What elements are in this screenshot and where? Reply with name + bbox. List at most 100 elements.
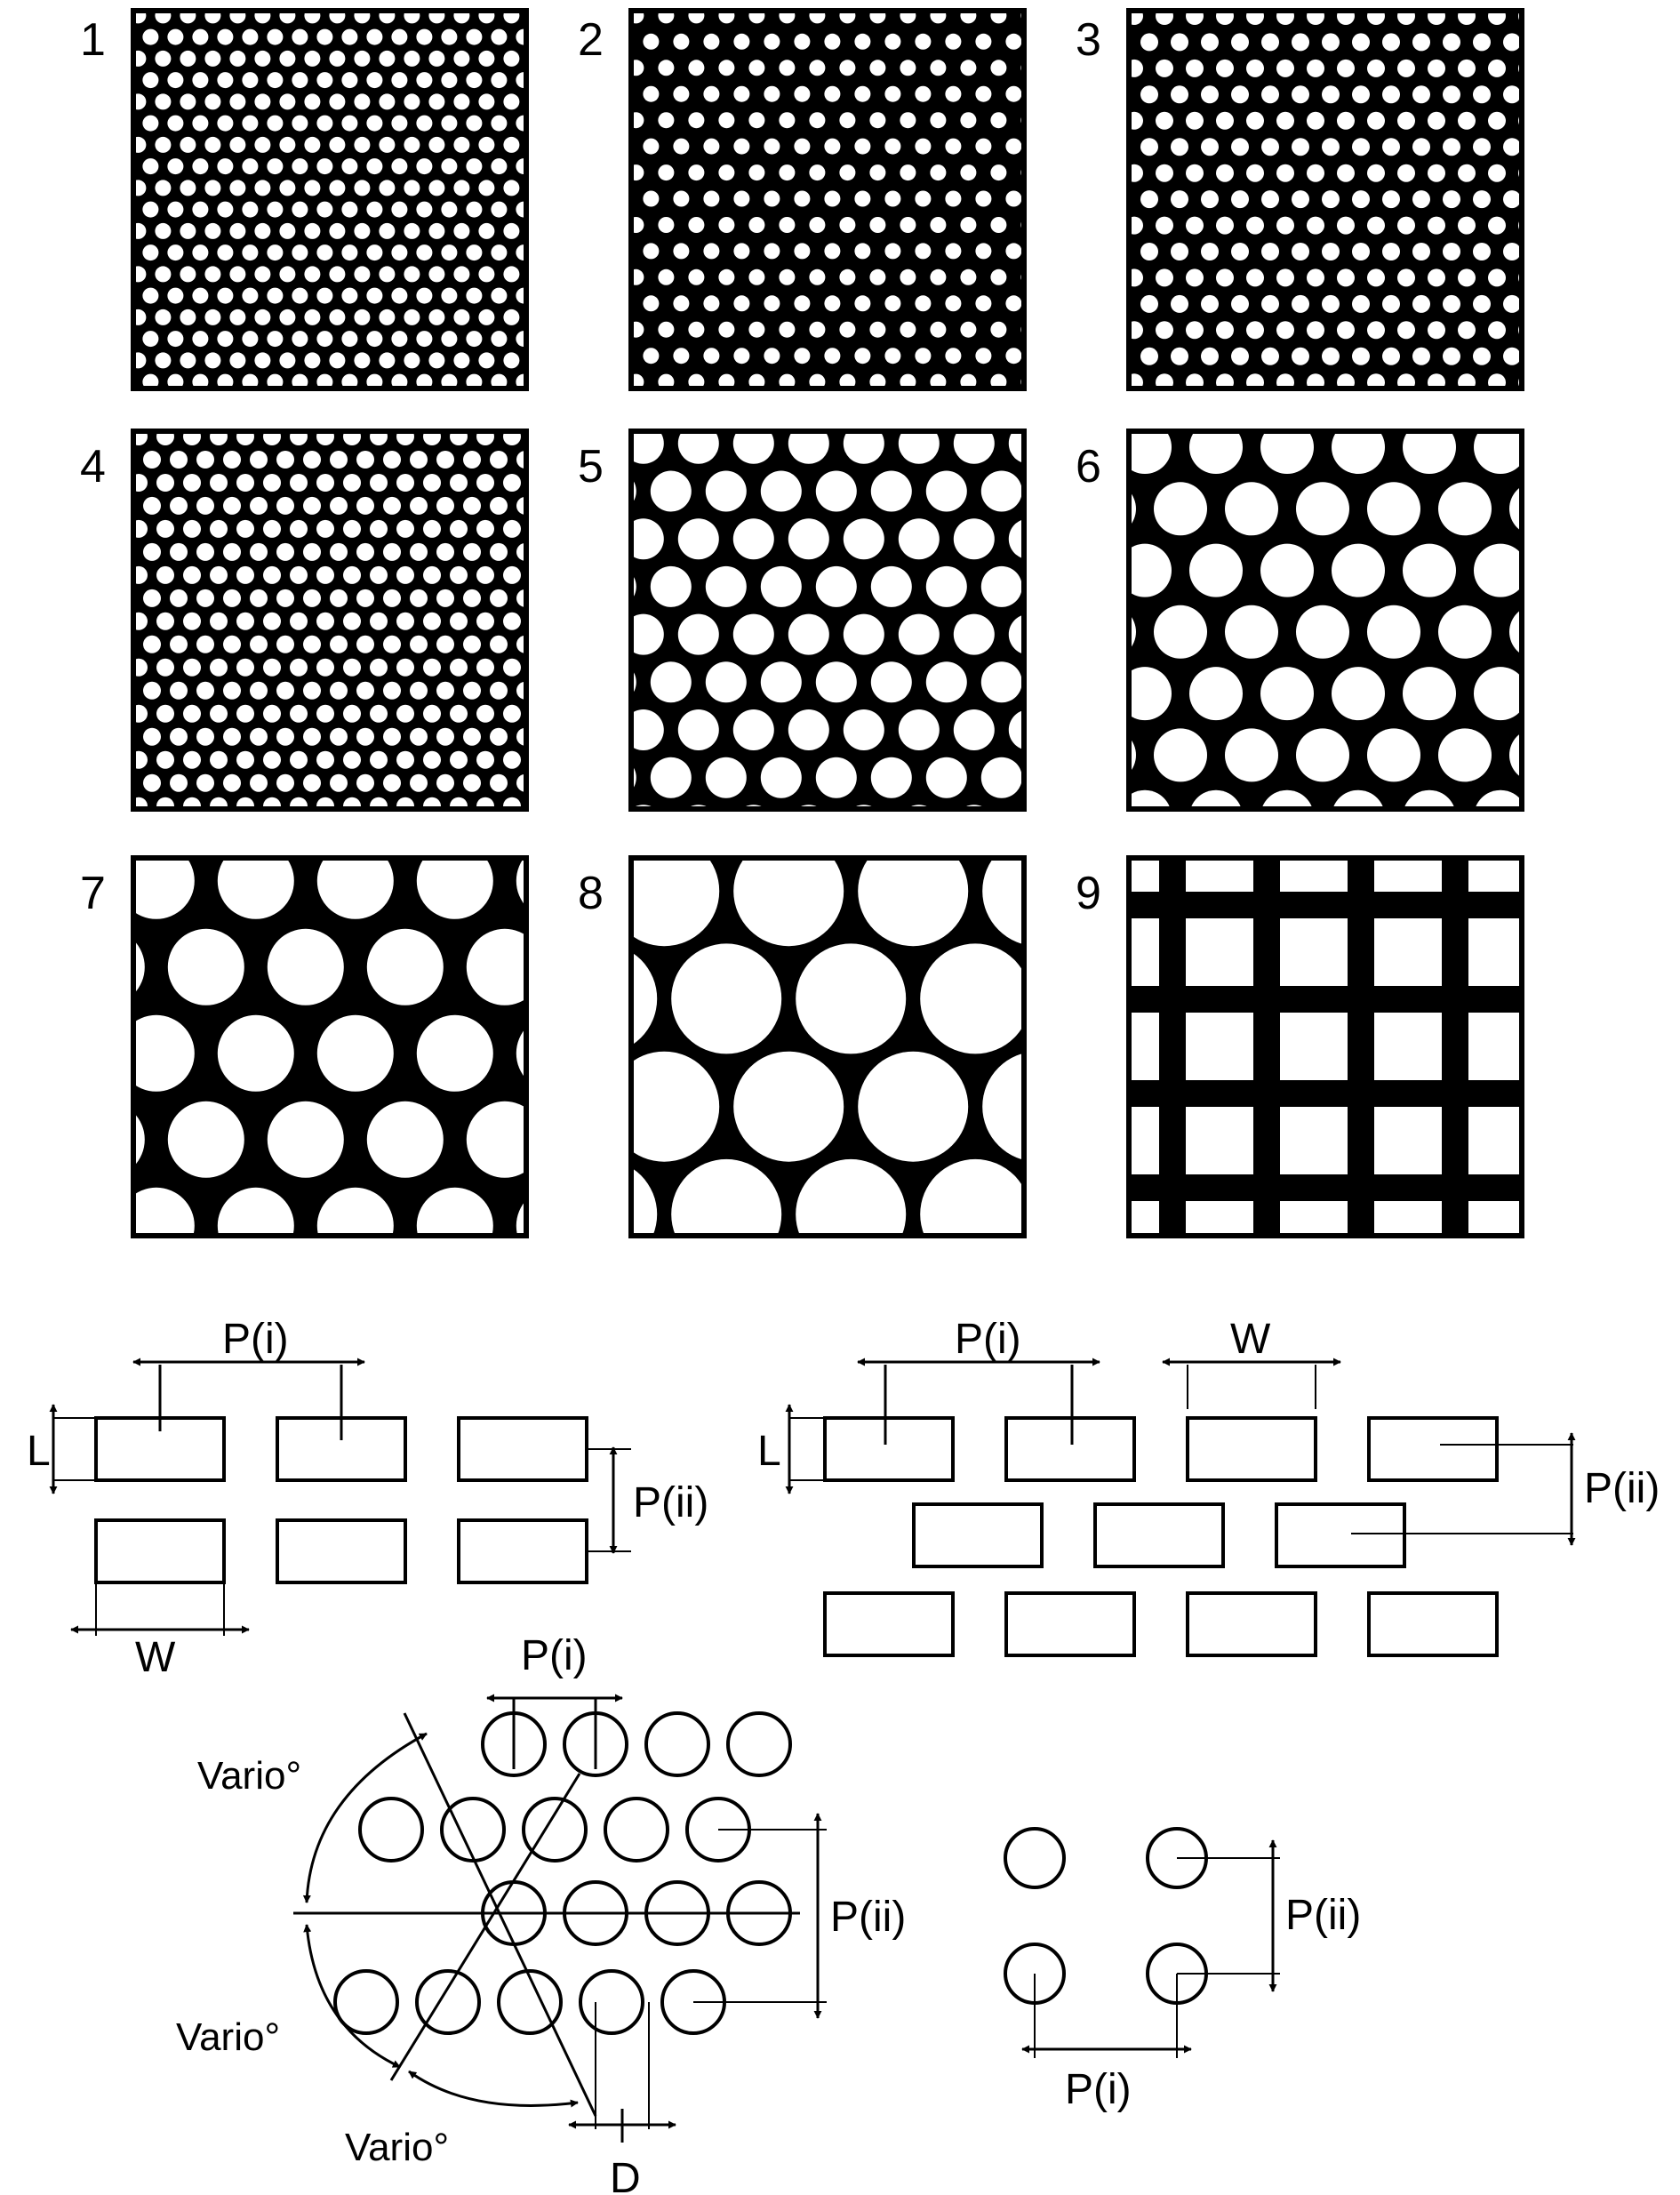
- perforation-hole: [990, 268, 1007, 285]
- slot: [1275, 1502, 1406, 1568]
- perforation-hole: [341, 244, 358, 261]
- perforation-hole: [503, 180, 520, 196]
- perforation-hole: [839, 60, 856, 76]
- perforation-hole: [250, 635, 268, 653]
- perforation-hole: [945, 243, 962, 260]
- perforation-hole: [366, 28, 383, 45]
- perforation-hole: [180, 136, 196, 153]
- perforation-hole: [254, 352, 271, 369]
- perforation-hole: [1110, 138, 1128, 156]
- perforation-hole: [170, 496, 188, 515]
- perforation-hole: [503, 136, 520, 153]
- perforation-hole: [155, 222, 172, 239]
- perforation-hole: [1110, 348, 1128, 365]
- perforation-hole: [316, 658, 334, 677]
- perforation-hole: [192, 201, 209, 218]
- perforation-hole: [960, 321, 977, 338]
- perforation-hole: [815, 470, 857, 512]
- perforation-hole: [441, 331, 458, 348]
- hole: [415, 1969, 481, 2035]
- perforation-hole: [809, 217, 826, 233]
- perforation-hole: [329, 266, 346, 283]
- perforation-hole: [156, 519, 174, 538]
- perforation-hole: [658, 321, 675, 338]
- perforation-hole: [1367, 728, 1420, 782]
- perforation-hole: [343, 658, 361, 677]
- perforation-hole: [1332, 789, 1384, 809]
- perforation-hole: [1337, 373, 1355, 389]
- perforation-hole: [1260, 431, 1314, 474]
- perforation-hole: [383, 451, 401, 469]
- pitch-i-label: P(i): [955, 1316, 1021, 1363]
- slot: [1004, 1591, 1136, 1657]
- perforation-hole: [491, 244, 508, 261]
- perforation-hole: [1156, 164, 1173, 182]
- perforation-hole: [450, 565, 468, 584]
- perforation-hole: [631, 613, 664, 655]
- tile-border: [131, 429, 529, 812]
- perforation-hole: [503, 431, 521, 445]
- perforation-hole: [316, 612, 334, 630]
- perforation-hole: [303, 542, 321, 561]
- perforation-hole: [1307, 59, 1324, 77]
- perforation-hole: [383, 496, 401, 515]
- perforation-hole: [1095, 164, 1113, 182]
- perforation-hole: [1171, 85, 1188, 104]
- perforation-hole: [383, 589, 401, 607]
- perforation-hole: [133, 1112, 145, 1167]
- perforation-hole: [953, 431, 995, 464]
- perforation-hole: [597, 112, 613, 128]
- perforation-hole: [1503, 85, 1521, 104]
- perforation-hole: [105, 137, 121, 153]
- perforation-hole: [732, 518, 774, 560]
- perforation-hole: [229, 180, 246, 196]
- perforation-hole: [133, 565, 148, 584]
- perforation-hole: [354, 50, 371, 67]
- perforation-hole: [491, 28, 508, 45]
- perforation-hole: [250, 589, 268, 607]
- perforation-hole: [794, 243, 811, 260]
- perforation-hole: [210, 797, 228, 809]
- perforation-hole: [1296, 605, 1349, 659]
- perforation-hole: [1428, 373, 1445, 389]
- perforation-hole: [1443, 190, 1460, 209]
- perforation-hole: [1292, 243, 1309, 260]
- perforation-hole: [105, 51, 121, 67]
- perforation-hole: [383, 727, 401, 746]
- panel-8: 8: [578, 855, 1027, 1238]
- perforation-hole: [441, 244, 458, 261]
- perforation-hole: [1129, 321, 1143, 340]
- perforation-hole: [898, 709, 940, 750]
- perforation-hole: [450, 658, 468, 677]
- perforation-hole: [254, 308, 271, 325]
- perforation-hole: [843, 709, 884, 750]
- perforation-hole: [930, 164, 947, 181]
- perforation-hole: [503, 750, 521, 769]
- perforation-hole: [276, 681, 294, 700]
- perforation-hole: [276, 589, 294, 607]
- perforation-hole: [1397, 216, 1415, 235]
- perforation-hole: [612, 191, 628, 207]
- perforation-hole: [143, 542, 161, 561]
- perforation-hole: [1246, 321, 1264, 340]
- perforation-hole: [379, 136, 396, 153]
- perforation-hole: [1438, 605, 1492, 659]
- perforation-hole: [370, 704, 388, 723]
- perforation-hole: [279, 136, 296, 153]
- perforation-hole: [316, 244, 333, 261]
- perforation-hole: [925, 757, 967, 798]
- perforation-hole: [341, 115, 358, 132]
- slot: [912, 1502, 1044, 1568]
- perforation-hole: [673, 348, 690, 364]
- perforation-hole: [1307, 268, 1324, 287]
- perforation-hole: [250, 727, 268, 746]
- perforation-hole: [167, 28, 184, 45]
- perforation-hole: [490, 727, 508, 746]
- perforation-hole: [760, 565, 802, 607]
- perforation-hole: [103, 474, 121, 492]
- perforation-hole: [133, 940, 145, 995]
- perforation-hole: [180, 266, 196, 283]
- perforation-hole: [267, 72, 284, 89]
- perforation-hole: [183, 704, 201, 723]
- perforation-hole: [416, 158, 433, 175]
